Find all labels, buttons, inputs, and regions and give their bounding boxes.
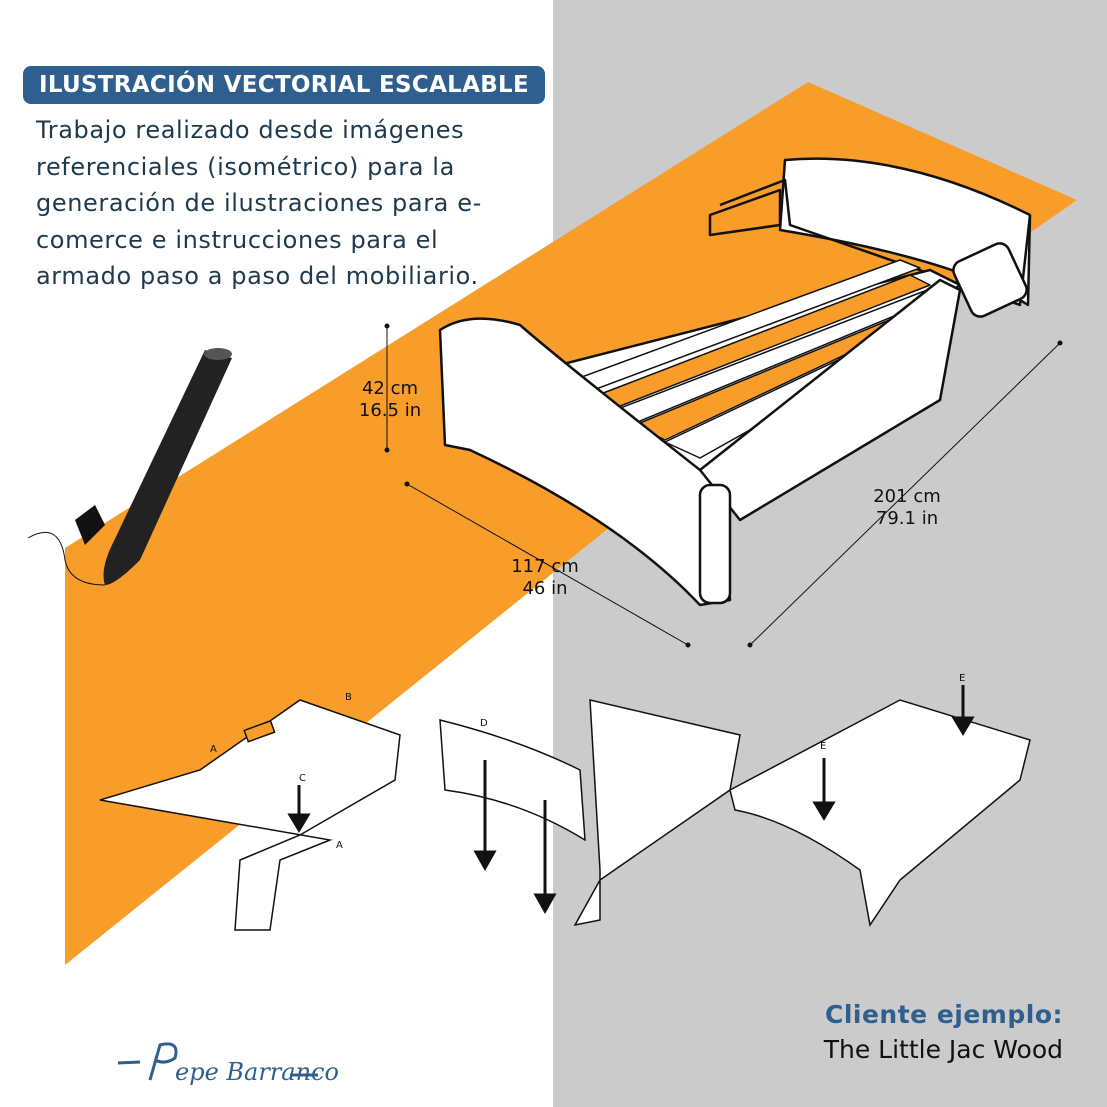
label-c: C bbox=[299, 773, 306, 784]
arrows bbox=[287, 685, 975, 915]
description-text: Trabajo realizado desde imágenes referen… bbox=[36, 116, 482, 290]
label-a2: A bbox=[336, 840, 343, 851]
client-name: The Little Jac Wood bbox=[823, 1035, 1063, 1064]
bed-illustration bbox=[438, 157, 1032, 607]
label-a1: A bbox=[210, 744, 217, 755]
label-e2: E bbox=[820, 741, 827, 752]
length-dimension: 201 cm 79.1 in bbox=[862, 486, 952, 530]
svg-text:epe Barranco: epe Barranco bbox=[175, 1058, 339, 1086]
height-dimension: 42 cm 16.5 in bbox=[350, 378, 430, 422]
width-in: 46 in bbox=[522, 578, 568, 599]
width-dimension: 117 cm 46 in bbox=[505, 556, 585, 600]
section-badge: ILUSTRACIÓN VECTORIAL ESCALABLE bbox=[23, 66, 545, 104]
client-title: Cliente ejemplo: bbox=[824, 1000, 1063, 1029]
length-cm: 201 cm bbox=[873, 486, 941, 507]
dimension-lines bbox=[384, 323, 1063, 648]
label-e1: E bbox=[959, 673, 966, 684]
label-d: D bbox=[480, 718, 488, 729]
client-block: Cliente ejemplo: The Little Jac Wood bbox=[824, 1000, 1063, 1064]
assembly-steps bbox=[99, 699, 1031, 931]
label-b: B bbox=[345, 692, 352, 703]
width-cm: 117 cm bbox=[511, 556, 579, 577]
signature-logo: epe Barranco bbox=[117, 1042, 339, 1086]
length-in: 79.1 in bbox=[875, 508, 939, 529]
height-in: 16.5 in bbox=[358, 400, 422, 421]
height-cm: 42 cm bbox=[361, 378, 419, 399]
pen-icon bbox=[27, 348, 232, 586]
